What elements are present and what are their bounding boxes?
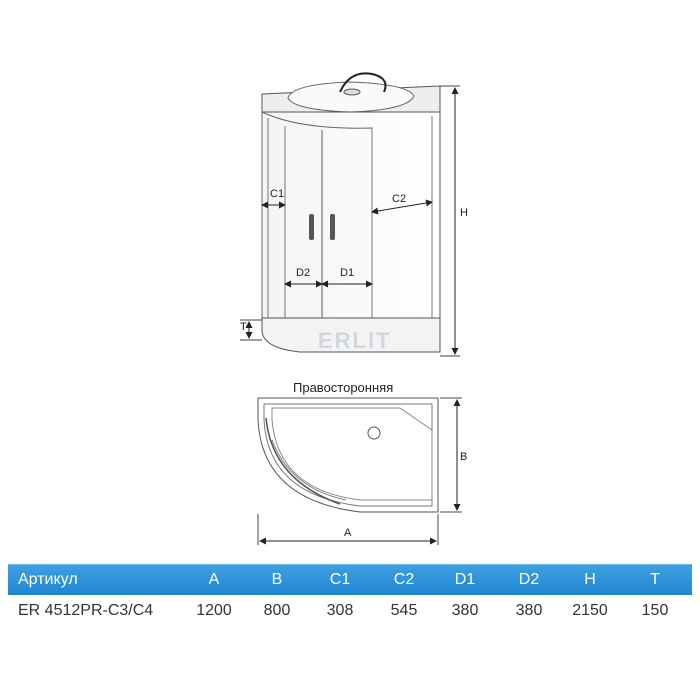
brand-watermark: ERLIT (318, 328, 392, 353)
label-t: T (240, 321, 247, 333)
door-handle-right (330, 214, 335, 240)
plan-caption: Правосторонняя (293, 380, 393, 395)
header-d2: D2 (518, 571, 540, 588)
header-b: B (271, 571, 283, 588)
cell-b: 800 (263, 602, 291, 619)
header-c2: C2 (393, 571, 415, 588)
cell-t: 150 (641, 602, 669, 619)
cabin-body (261, 111, 441, 331)
shower-tray (261, 317, 441, 353)
sliding-door-arc (265, 417, 341, 505)
spec-table-header: Артикул A B C1 C2 D1 D2 H T (8, 564, 692, 595)
cell-a: 1200 (196, 602, 232, 619)
cell-h: 2150 (572, 602, 608, 619)
door-handle-left (309, 214, 314, 240)
cell-d1: 380 (451, 602, 479, 619)
cell-article: ER 4512PR-C3/C4 (18, 602, 154, 619)
cell-d2: 380 (515, 602, 543, 619)
header-t: T (650, 571, 660, 588)
label-b: B (460, 451, 467, 463)
cell-c2: 545 (390, 602, 418, 619)
header-a: A (208, 571, 220, 588)
label-d2: D2 (296, 267, 310, 279)
label-c2: C2 (392, 193, 406, 205)
front-view: ERLIT C1 C2 D2 D1 H T (240, 72, 468, 357)
tray-basin (271, 407, 433, 501)
header-article: Артикул (18, 571, 78, 588)
roof-shower-hose (339, 72, 387, 93)
cell-c1: 308 (326, 602, 354, 619)
drain-hole (367, 426, 381, 440)
header-h: H (584, 571, 596, 588)
label-a: A (344, 527, 352, 539)
label-h: H (460, 207, 468, 219)
header-c1: C1 (329, 571, 351, 588)
header-d1: D1 (454, 571, 476, 588)
label-d1: D1 (340, 267, 354, 279)
label-c1: C1 (270, 188, 284, 200)
plan-view: Правосторонняя A B (257, 380, 467, 545)
plan-outline (257, 397, 439, 513)
spec-table-row: ER 4512PR-C3/C4 1200 800 308 545 380 380… (8, 596, 692, 626)
roof-dome (287, 81, 415, 113)
roof-shower-head (343, 88, 361, 96)
